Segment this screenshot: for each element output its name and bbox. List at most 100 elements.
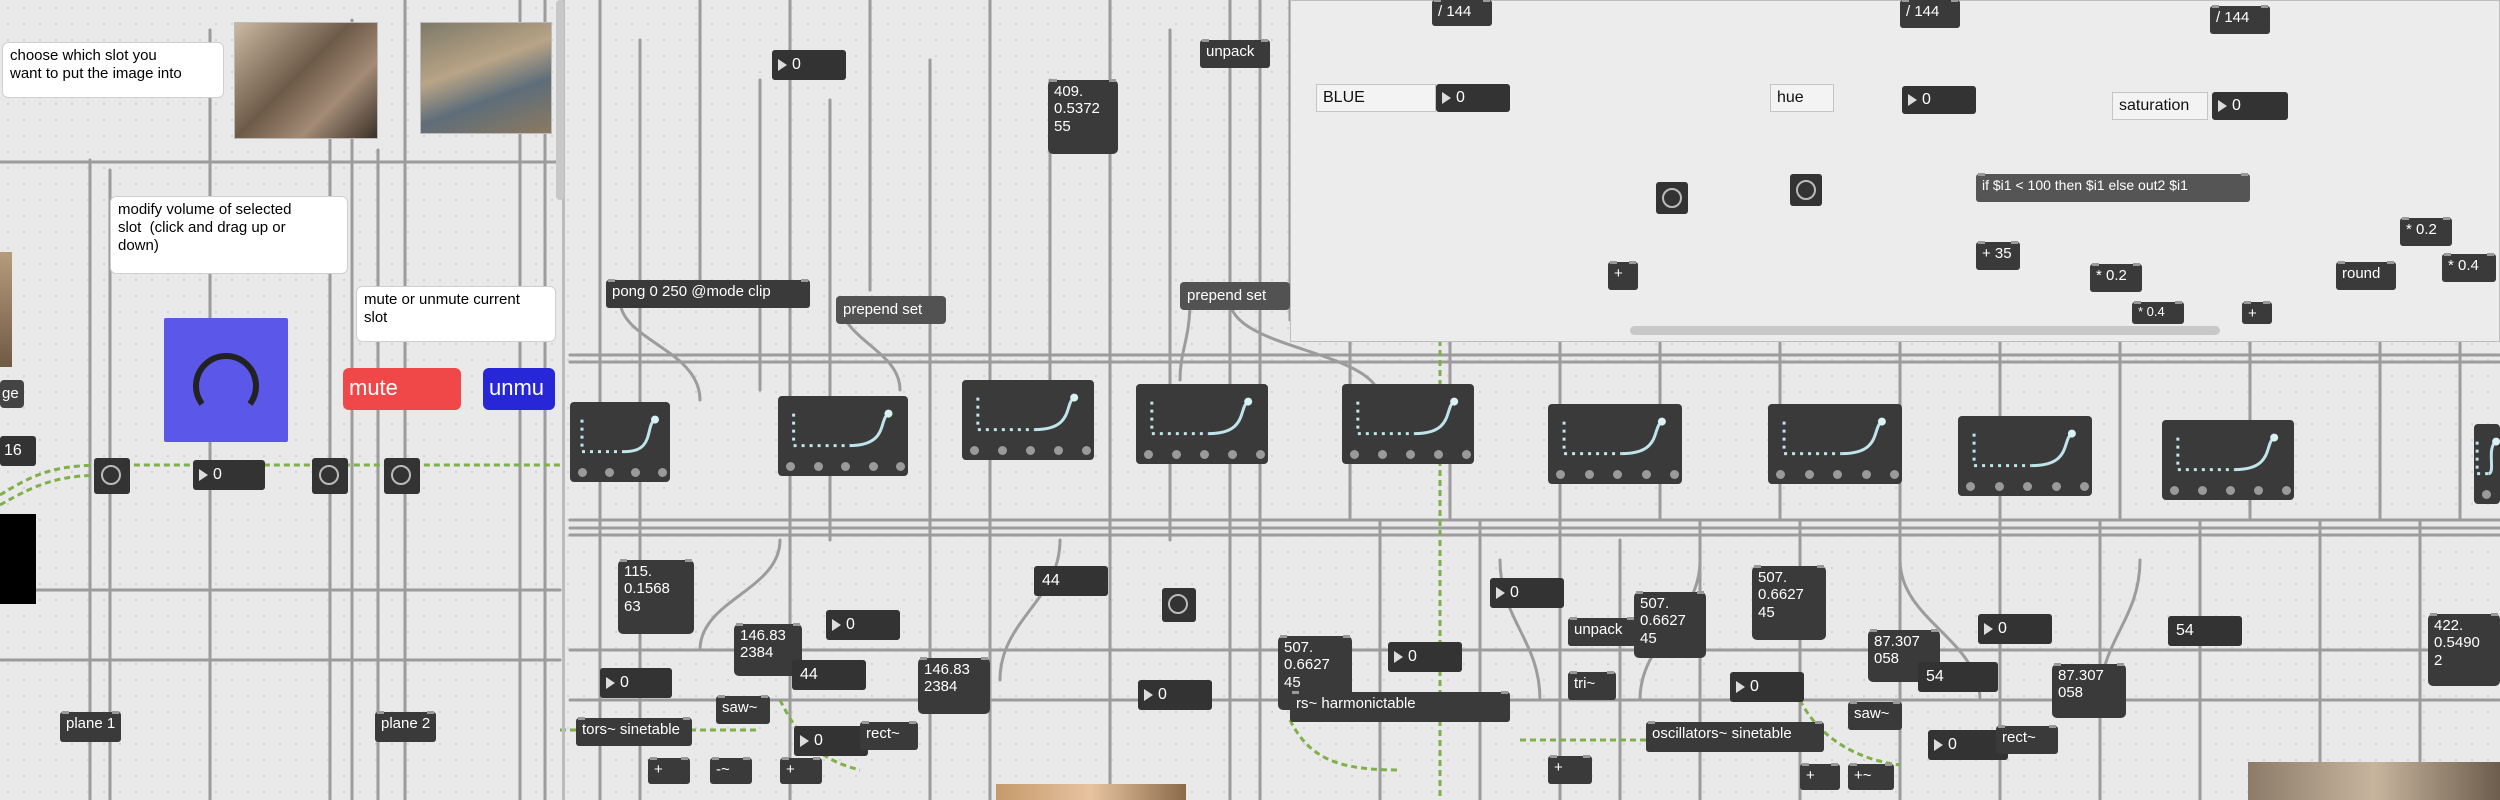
blue-number-box[interactable]: 0: [1436, 84, 1510, 112]
number-box-54-b[interactable]: 54: [2168, 616, 2242, 646]
envelope-editor-6[interactable]: [1548, 404, 1682, 484]
envelope-editor-7[interactable]: [1768, 404, 1902, 484]
round-object[interactable]: round: [2336, 261, 2396, 290]
outlet-port[interactable]: [1378, 450, 1387, 459]
outlet-port[interactable]: [1256, 450, 1265, 459]
plus-tilde-object[interactable]: +~: [1848, 763, 1894, 790]
oscillators-sinetable-object[interactable]: oscillators~ sinetable: [1646, 721, 1824, 752]
outlet-port[interactable]: [1584, 470, 1594, 479]
saturation-number-box[interactable]: 0: [2212, 92, 2288, 120]
number-box-lower-f[interactable]: 0: [1490, 578, 1564, 608]
envelope-editor-4[interactable]: [1136, 384, 1268, 464]
plus-object-lower-2[interactable]: +: [780, 757, 822, 784]
saw-object-1[interactable]: saw~: [716, 695, 770, 724]
pong-object[interactable]: pong 0 250 @mode clip: [606, 279, 810, 308]
envelope-editor-1[interactable]: [570, 402, 670, 482]
outlet-port[interactable]: [1082, 446, 1091, 455]
outlet-port[interactable]: [1804, 470, 1814, 479]
plus-object-lower-1[interactable]: +: [648, 757, 690, 784]
left-edge-label[interactable]: ge: [0, 380, 24, 408]
outlet-port[interactable]: [786, 462, 795, 471]
saw-object-2[interactable]: saw~: [1848, 701, 1902, 730]
unmute-button[interactable]: unmu: [483, 368, 555, 410]
envelope-editor-10[interactable]: [2474, 424, 2500, 504]
number-box-lower-a[interactable]: 0: [600, 668, 672, 698]
volume-dial[interactable]: [164, 318, 288, 442]
multiply-0.4-object-1[interactable]: * 0.4: [2442, 253, 2496, 282]
outlet-port[interactable]: [1966, 482, 1975, 491]
outlet-port[interactable]: [2051, 482, 2061, 491]
left-edge-number[interactable]: 16: [0, 436, 36, 466]
hue-number-box[interactable]: 0: [1902, 86, 1976, 114]
multiply-0.4-object-2[interactable]: * 0.4: [2132, 301, 2184, 324]
outlet-port[interactable]: [1054, 446, 1063, 455]
outlet-port[interactable]: [604, 468, 614, 477]
outlet-port[interactable]: [1434, 450, 1443, 459]
bang-button-1[interactable]: [94, 458, 130, 494]
number-box-lower-i[interactable]: 0: [1928, 730, 2008, 760]
outlet-port[interactable]: [1641, 470, 1651, 479]
number-box-lower-g[interactable]: 0: [1730, 672, 1804, 702]
number-box-lower-b[interactable]: 0: [826, 610, 900, 640]
multiply-0.2-object-2[interactable]: * 0.2: [2400, 217, 2452, 246]
color-bang-2[interactable]: [1790, 174, 1822, 206]
outlet-port[interactable]: [1462, 450, 1471, 459]
outlet-port[interactable]: [1200, 450, 1209, 459]
outlet-port[interactable]: [1776, 470, 1785, 479]
outlet-port[interactable]: [2226, 486, 2235, 495]
outlet-port[interactable]: [2170, 486, 2179, 495]
bang-button-lower[interactable]: [1162, 588, 1196, 622]
envelope-editor-2[interactable]: [778, 396, 908, 476]
number-box-lower-d[interactable]: 0: [1138, 680, 1212, 710]
outlet-port[interactable]: [1026, 446, 1035, 455]
unpack-object-lower[interactable]: unpack: [1568, 617, 1636, 646]
outlet-port[interactable]: [1670, 470, 1679, 479]
top-number-box[interactable]: 0: [772, 50, 846, 80]
number-box-54-a[interactable]: 54: [1918, 662, 1998, 692]
outlet-port[interactable]: [1556, 470, 1565, 479]
outlet-port[interactable]: [813, 462, 823, 471]
sinetable-object-left[interactable]: tors~ sinetable: [576, 717, 692, 746]
divide-144-2[interactable]: / 144: [1900, 0, 1960, 28]
outlet-port[interactable]: [868, 462, 878, 471]
outlet-port[interactable]: [631, 468, 641, 477]
number-box-left[interactable]: 0: [193, 460, 265, 490]
outlet-port[interactable]: [2254, 486, 2263, 495]
unpack-object-top[interactable]: unpack: [1200, 39, 1270, 68]
outlet-port[interactable]: [2080, 482, 2089, 491]
envelope-editor-8[interactable]: [1958, 416, 2092, 496]
outlet-port[interactable]: [1144, 450, 1153, 459]
outlet-port[interactable]: [1833, 470, 1842, 479]
plane-2-object[interactable]: plane 2: [375, 711, 437, 742]
color-bang-1[interactable]: [1656, 182, 1688, 214]
outlet-port[interactable]: [1861, 470, 1871, 479]
plus-object-2[interactable]: +: [2242, 301, 2272, 324]
number-box-44-b[interactable]: 44: [1034, 566, 1108, 596]
outlet-port[interactable]: [1228, 450, 1237, 459]
outlet-port[interactable]: [1613, 470, 1622, 479]
outlet-port[interactable]: [1406, 450, 1415, 459]
slot-image-1[interactable]: [234, 22, 378, 139]
plus-object-lower-3[interactable]: +: [1548, 755, 1592, 784]
number-box-lower-e[interactable]: 0: [1388, 642, 1462, 672]
divide-144-1[interactable]: / 144: [1432, 0, 1492, 26]
plane-1-object[interactable]: plane 1: [60, 711, 122, 742]
outlet-port[interactable]: [896, 462, 905, 471]
plus-object-lower-4[interactable]: +: [1800, 763, 1840, 790]
outlet-port[interactable]: [2482, 490, 2491, 499]
divide-144-3[interactable]: / 144: [2210, 5, 2270, 34]
prepend-set-message-2[interactable]: prepend set: [1180, 282, 1290, 310]
outlet-port[interactable]: [658, 468, 667, 477]
rect-object-1[interactable]: rect~: [860, 721, 918, 750]
outlet-port[interactable]: [1890, 470, 1899, 479]
number-box-lower-h[interactable]: 0: [1978, 614, 2052, 644]
outlet-port[interactable]: [2023, 482, 2032, 491]
minus-tilde-object-1[interactable]: -~: [710, 757, 752, 784]
left-panel-scrollbar[interactable]: [556, 0, 564, 200]
plus-35-object[interactable]: + 35: [1976, 241, 2020, 270]
outlet-port[interactable]: [841, 462, 850, 471]
outlet-port[interactable]: [970, 446, 979, 455]
number-box-44-a[interactable]: 44: [792, 660, 866, 690]
outlet-port[interactable]: [578, 468, 587, 477]
rect-object-2[interactable]: rect~: [1996, 725, 2058, 754]
